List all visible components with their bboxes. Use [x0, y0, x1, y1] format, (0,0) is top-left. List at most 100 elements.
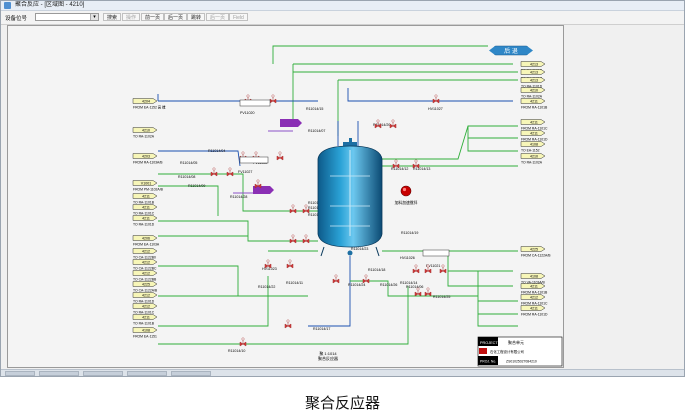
op-button[interactable]: 操作 — [122, 13, 141, 21]
control-valve[interactable] — [226, 167, 234, 177]
control-valve[interactable] — [286, 259, 294, 269]
stream-arrow[interactable] — [132, 193, 158, 199]
arrow-left-icon[interactable] — [489, 46, 495, 55]
control-valve[interactable] — [269, 94, 277, 104]
control-valve[interactable] — [374, 119, 382, 129]
back-button-label[interactable]: 后 退 — [504, 47, 518, 55]
alarm-indicator[interactable]: 加料加速搅拌 — [395, 185, 418, 205]
taskbar-item[interactable] — [39, 371, 79, 376]
taskbar-item[interactable] — [5, 371, 35, 376]
control-valve[interactable] — [414, 287, 422, 297]
stream-arrow[interactable] — [520, 61, 546, 67]
control-valve[interactable] — [392, 159, 400, 169]
stream-arrow[interactable] — [132, 215, 158, 221]
arrow-right-icon[interactable] — [527, 46, 533, 55]
stream-arrow[interactable] — [132, 314, 158, 320]
heat-exchanger[interactable] — [239, 156, 269, 164]
stream-arrow[interactable] — [132, 127, 158, 133]
stream-arrow[interactable] — [520, 130, 546, 136]
control-valve[interactable] — [284, 319, 292, 329]
heat-exchanger[interactable] — [422, 249, 450, 257]
chevron-down-icon[interactable]: ▾ — [90, 14, 98, 20]
stream-arrow[interactable] — [520, 87, 546, 93]
reactor-vessel[interactable] — [317, 138, 383, 257]
search-button[interactable]: 搜索 — [103, 13, 122, 21]
control-valve[interactable] — [289, 204, 297, 214]
stream-arrow[interactable] — [132, 180, 158, 186]
stream-arrow[interactable] — [132, 281, 158, 287]
taskbar-item[interactable] — [83, 371, 123, 376]
control-valve[interactable] — [289, 234, 297, 244]
stream-arrow[interactable] — [132, 153, 158, 159]
control-valve[interactable] — [302, 204, 310, 214]
control-valve[interactable] — [332, 274, 340, 284]
stream-arrow[interactable] — [520, 141, 546, 147]
back-button[interactable]: 后 退 — [489, 45, 533, 56]
stream-arrow[interactable] — [132, 204, 158, 210]
control-valve[interactable] — [362, 274, 370, 284]
stream-arrow[interactable] — [132, 235, 158, 241]
control-valve[interactable] — [254, 179, 262, 189]
control-valve[interactable] — [412, 159, 420, 169]
device-select[interactable]: ▾ — [35, 13, 99, 21]
purple-valve-marker[interactable] — [253, 186, 274, 194]
stream-arrow[interactable] — [132, 270, 158, 276]
last-page-button[interactable]: 后一页 — [206, 13, 230, 21]
stream-arrow[interactable] — [132, 98, 158, 104]
control-valve[interactable] — [239, 337, 247, 347]
control-valve[interactable] — [210, 167, 218, 177]
stream-arrow[interactable] — [520, 69, 546, 75]
prev-page-button[interactable]: 前一页 — [141, 13, 165, 21]
taskbar-item[interactable] — [171, 371, 211, 376]
field-button[interactable]: Field — [229, 13, 248, 21]
stream-arrow[interactable] — [520, 283, 546, 289]
stream-arrow[interactable] — [520, 273, 546, 279]
control-valve[interactable] — [439, 264, 447, 274]
stream-arrow[interactable] — [520, 98, 546, 104]
stream-arrow[interactable] — [132, 303, 158, 309]
purple-valve-marker[interactable] — [280, 119, 302, 127]
control-valve[interactable] — [276, 151, 284, 161]
stream-arrow[interactable] — [132, 292, 158, 298]
stream-arrow[interactable] — [132, 248, 158, 254]
stream-arrow[interactable] — [520, 153, 546, 159]
stream-arrow[interactable] — [520, 77, 546, 83]
taskbar-item[interactable] — [127, 371, 167, 376]
stream-arrow[interactable] — [520, 305, 546, 311]
control-valve[interactable] — [264, 259, 272, 269]
control-valve[interactable] — [432, 94, 440, 104]
stream-arrow[interactable] — [520, 246, 546, 252]
stream-arrow[interactable] — [132, 327, 158, 333]
stream-arrow[interactable] — [520, 119, 546, 125]
stream-arrow[interactable] — [520, 294, 546, 300]
control-valve[interactable] — [412, 264, 420, 274]
control-valve[interactable] — [302, 234, 310, 244]
